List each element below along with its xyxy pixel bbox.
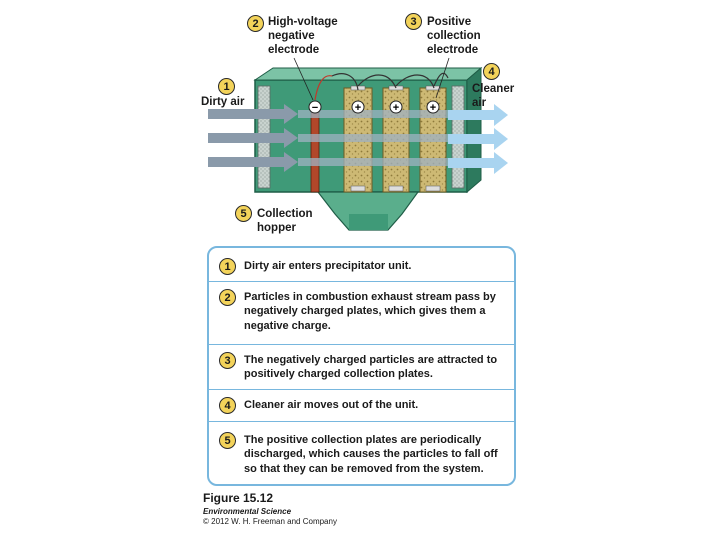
callout-badge-4: 4 (483, 63, 500, 80)
negative-charge-label: − (312, 102, 318, 114)
step-badge: 4 (219, 397, 236, 414)
step-badge: 1 (219, 258, 236, 275)
step-text: The positive collection plates are perio… (244, 434, 498, 475)
step-badge: 3 (219, 352, 236, 369)
steps-panel: 1 Dirty air enters precipitator unit. 2 … (207, 246, 516, 486)
copyright-line: © 2012 W. H. Freeman and Company (203, 517, 337, 526)
step-text: The negatively charged particles are att… (244, 354, 498, 381)
positive-charge-label: + (430, 102, 436, 114)
leader-lines (293, 57, 450, 101)
dirty-air-arrows (208, 104, 298, 172)
step-divider (209, 281, 514, 282)
step-divider (209, 344, 514, 345)
step-text: Cleaner air moves out of the unit. (244, 399, 419, 411)
negative-electrode (310, 107, 320, 193)
positive-charge-symbols (351, 100, 440, 114)
book-title: Environmental Science (203, 507, 292, 516)
callout-dirty-air: Dirty air (201, 96, 245, 108)
wires (314, 72, 449, 101)
figure-number: Figure 15.12 (203, 491, 274, 505)
positive-charge-label: + (355, 102, 361, 114)
positive-charge-label: + (393, 102, 399, 114)
step-badge: 2 (219, 289, 236, 306)
step-divider (209, 389, 514, 390)
callout-badge-2: 2 (247, 15, 264, 32)
callout-badge-1: 1 (218, 78, 235, 95)
precipitator-diagram: − + + + (208, 57, 508, 231)
callout-badge-3: 3 (405, 13, 422, 30)
step-badge: 5 (219, 432, 236, 449)
step-text: Particles in combustion exhaust stream p… (244, 291, 496, 332)
step-text: Dirty air enters precipitator unit. (244, 260, 412, 272)
step-divider (209, 421, 514, 422)
callout-badge-5: 5 (235, 205, 252, 222)
hopper-shade (349, 214, 388, 230)
callout-cleaner-air: Cleaner air (472, 83, 515, 109)
callout-positive-electrode: Positive collection electrode (427, 16, 481, 56)
clean-air-arrows (448, 104, 508, 174)
negative-charge-symbol (308, 100, 322, 114)
callout-high-voltage-electrode: High-voltage negative electrode (268, 16, 338, 56)
callout-collection-hopper: Collection hopper (257, 208, 313, 234)
inner-air-arrows (298, 110, 448, 166)
